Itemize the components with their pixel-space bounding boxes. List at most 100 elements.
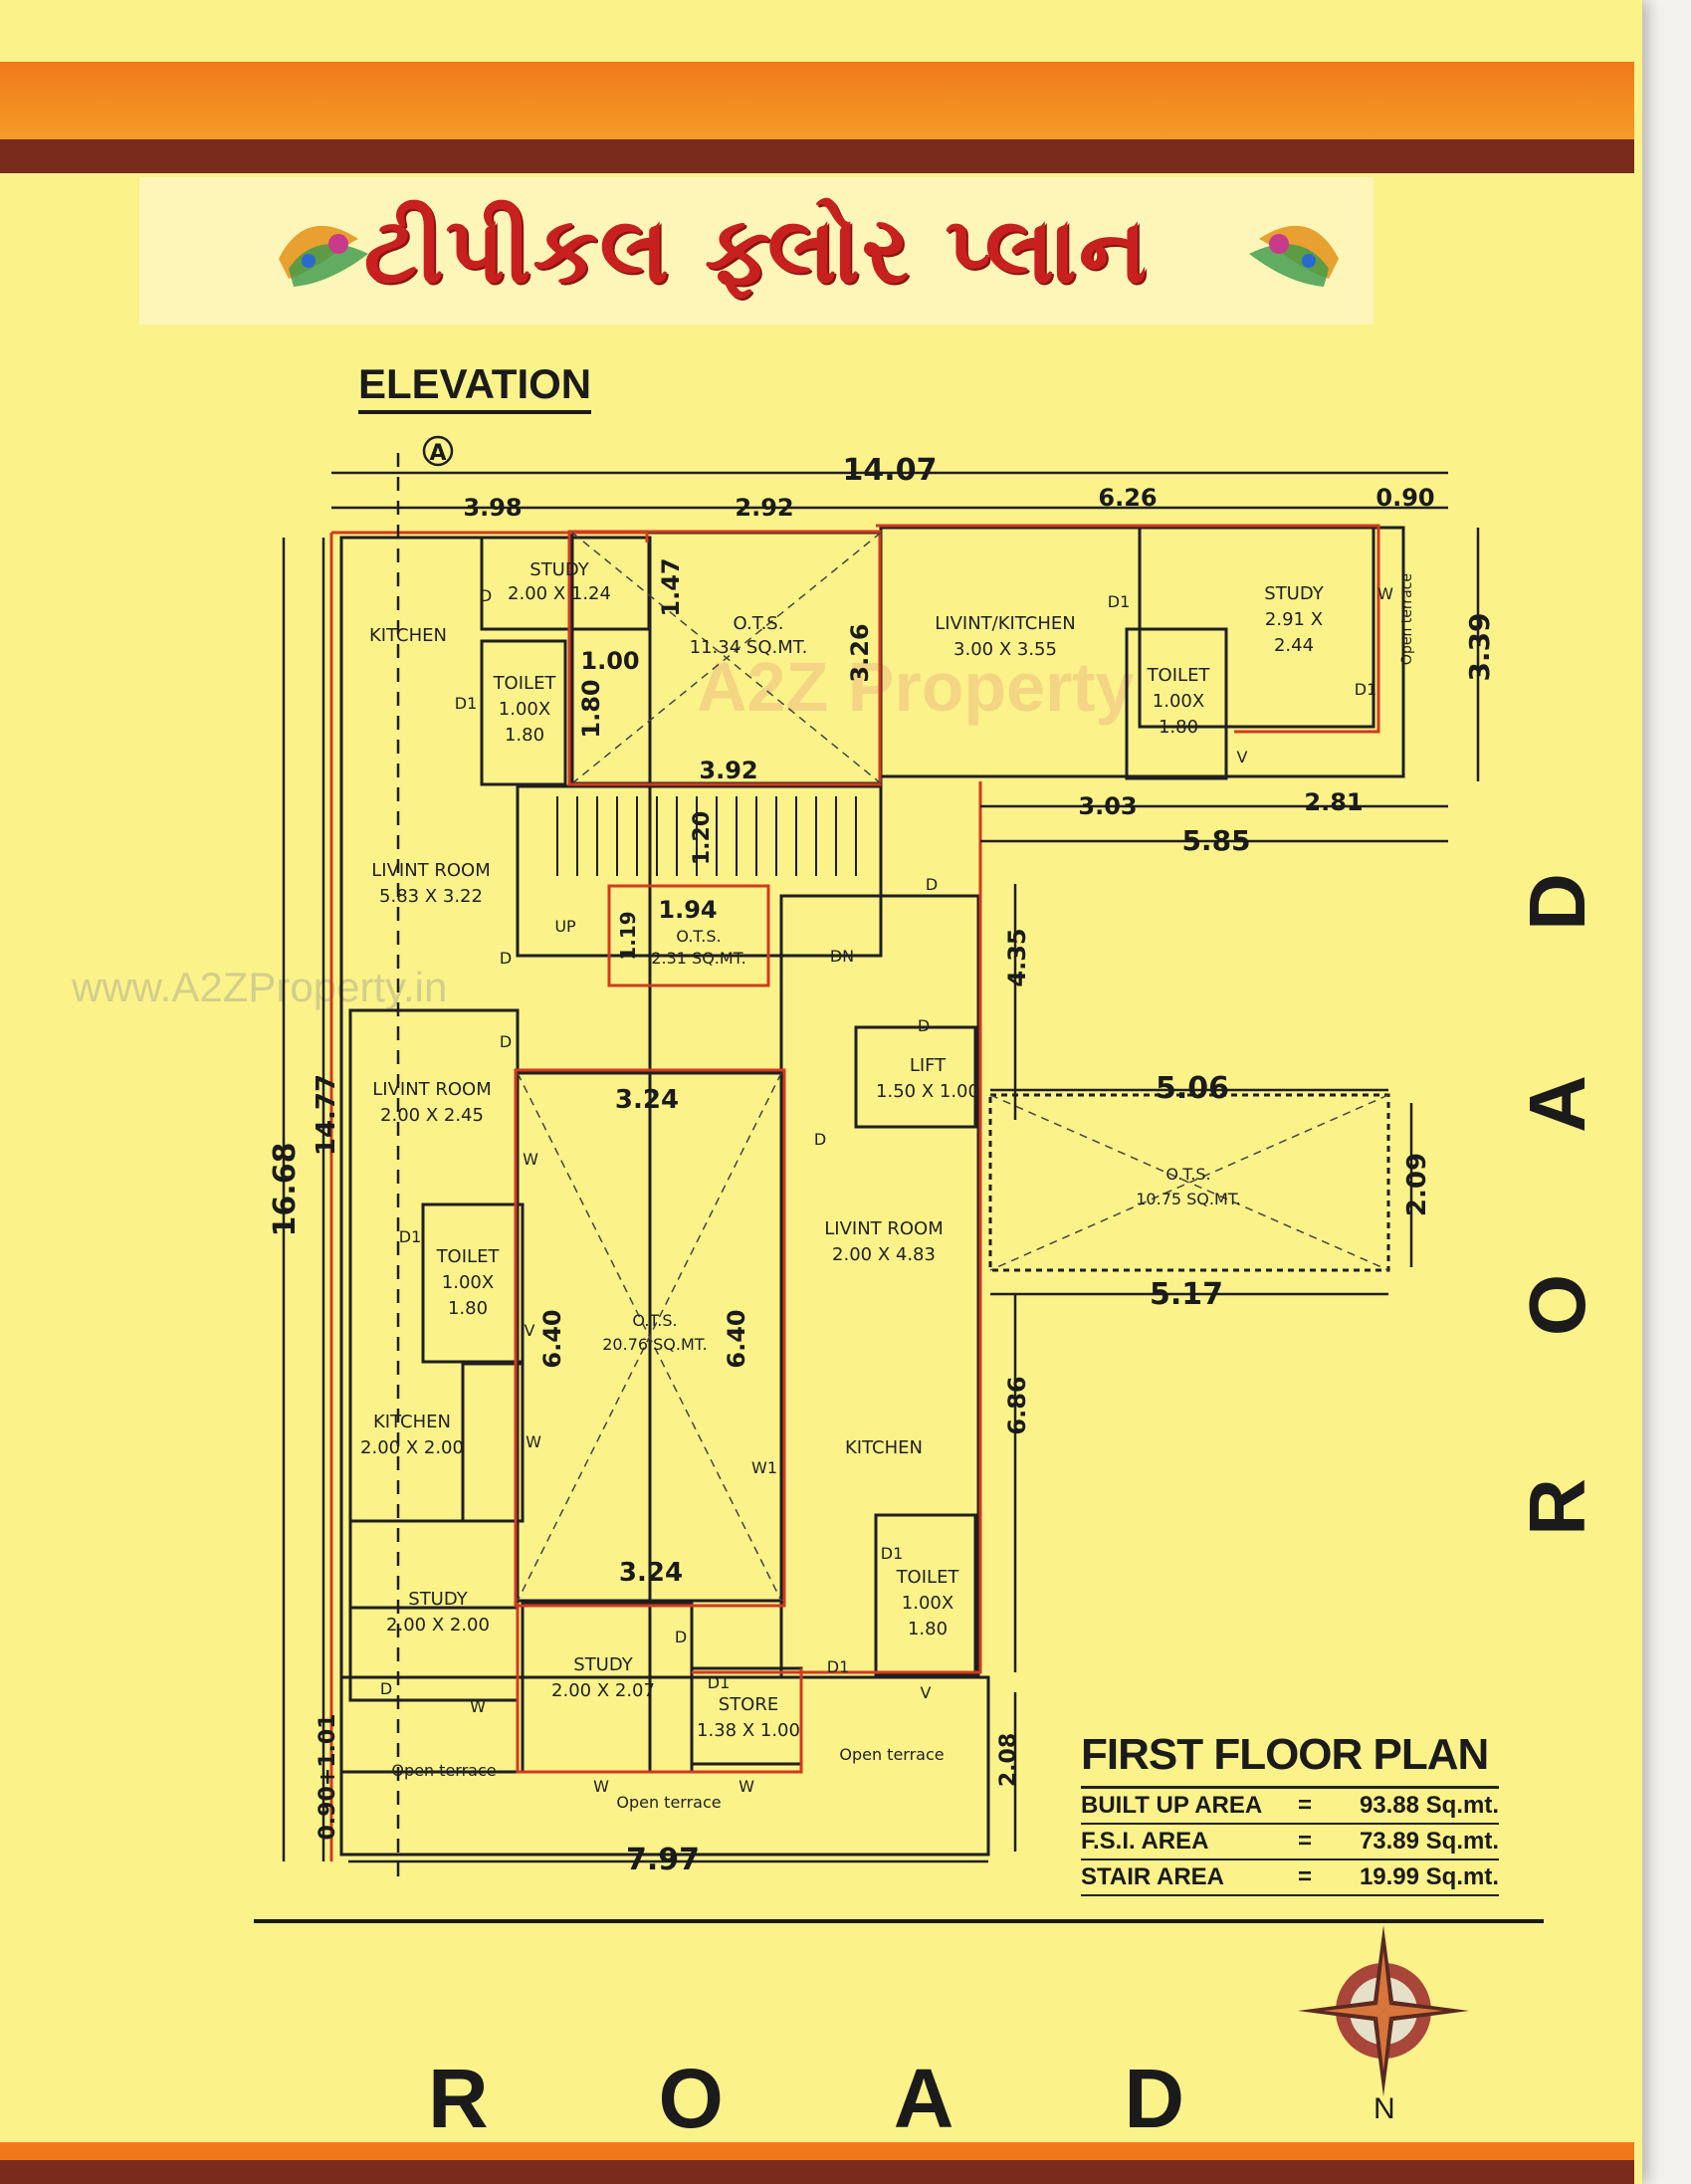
dim-right-v1: 4.35: [1003, 928, 1031, 986]
room-ots-right-name: O.T.S.: [1165, 1165, 1210, 1184]
area-eq: =: [1297, 1828, 1312, 1855]
room-livint-kitchen-name: LIVINT/KITCHEN: [935, 613, 1075, 634]
footer-orange-band: [0, 2142, 1634, 2160]
area-eq: =: [1297, 1792, 1312, 1819]
dim-right-height: 3.39: [1463, 612, 1496, 681]
mark-up: UP: [554, 917, 576, 936]
room-toilet-bottom-size-b: 1.80: [908, 1619, 948, 1639]
page-title: ટીપીકલ ફ્લોર પ્લાન: [363, 196, 1150, 304]
area-value: 93.88 Sq.mt.: [1359, 1792, 1499, 1819]
dim-ots-top-v: 1.47: [657, 557, 685, 616]
room-kitchen-top-name: KITCHEN: [369, 625, 447, 646]
dim-ots-small-h: 1.19: [616, 911, 640, 960]
room-store-name: STORE: [719, 1694, 778, 1715]
room-ots-small-name: O.T.S.: [676, 927, 721, 946]
watermark-logo: A2Z Property: [697, 648, 1135, 726]
dim-top-3: 6.26: [1098, 484, 1157, 512]
room-lift-name: LIFT: [910, 1055, 947, 1076]
dim-top-4: 0.90: [1375, 484, 1434, 512]
mark-w-terrace-left: W: [470, 1697, 486, 1716]
room-livint-room-left-name: LIVINT ROOM: [371, 860, 491, 881]
dim-court-right: 6.40: [723, 1309, 750, 1368]
room-toilet-mid-size-b: 1.80: [448, 1298, 488, 1319]
dim-court-left: 6.40: [538, 1309, 566, 1368]
mark-v-court: V: [525, 1321, 535, 1340]
mark-d-lift: D: [918, 1016, 930, 1035]
mark-d1-store: D1: [708, 1673, 731, 1692]
room-toilet-right-name: TOILET: [1147, 665, 1211, 686]
room-study-right-name: STUDY: [1264, 583, 1324, 604]
room-kitchen-right-name: KITCHEN: [845, 1437, 923, 1458]
road-bottom-letter: D: [1124, 2052, 1184, 2145]
room-toilet-top-size-a: 1.00X: [499, 699, 550, 720]
section-marker-a: A: [429, 441, 446, 466]
dim-ots-right-h: 2.09: [1402, 1153, 1432, 1216]
room-study-bottom-mid-size: 2.00 X 2.07: [551, 1680, 655, 1701]
elevation-label: ELEVATION: [358, 360, 592, 414]
road-right-letter: D: [1513, 873, 1601, 931]
room-ots-top-area: 11.34 SQ.MT.: [690, 637, 808, 658]
dim-left-bottom: 0.90+1.01: [316, 1714, 340, 1841]
mark-d1-toilet-top: D1: [455, 694, 478, 713]
dim-overall-width: 14.07: [843, 453, 938, 488]
dim-step-a: 3.03: [1078, 792, 1137, 820]
header-brown-band: [0, 139, 1634, 173]
room-open-terrace-left: Open terrace: [391, 1761, 496, 1780]
compass-rose-icon: [1298, 1925, 1469, 2096]
dim-ots-right-bottom: 5.17: [1150, 1277, 1223, 1312]
mark-w1-court: W1: [751, 1458, 777, 1477]
mark-d1-toilet-bottom: D1: [881, 1544, 904, 1563]
room-toilet-right-size-b: 1.80: [1159, 717, 1198, 738]
dim-ots-top-right: 3.26: [846, 623, 874, 682]
dim-ots-top-bottom: 3.92: [699, 757, 757, 784]
area-eq: =: [1297, 1863, 1312, 1890]
room-kitchen-mid-size: 2.00 X 2.00: [360, 1437, 464, 1458]
room-toilet-mid-name: TOILET: [436, 1246, 501, 1267]
road-bottom-letter: R: [428, 2052, 489, 2145]
road-right-letter: R: [1513, 1478, 1601, 1536]
dim-right-v3: 2.08: [996, 1733, 1021, 1787]
room-open-terrace-right: Open terrace: [1399, 573, 1415, 665]
road-label-bottom: R O A D: [428, 2051, 1184, 2147]
mark-w-court-2: W: [526, 1432, 541, 1451]
room-study-right-size-b: 2.44: [1274, 635, 1314, 656]
room-ots-right-area: 10.75 SQ.MT.: [1136, 1190, 1241, 1208]
dim-left-inner: 14.77: [312, 1074, 341, 1156]
room-open-terrace-bottom-right: Open terrace: [839, 1745, 944, 1764]
dim-ots-top-h: 1.00: [580, 647, 639, 675]
dim-step-total: 5.85: [1181, 824, 1250, 857]
footer-brown-band: [0, 2160, 1634, 2184]
room-toilet-bottom-size-a: 1.00X: [902, 1593, 953, 1614]
room-ots-small-area: 2.31 SQ.MT.: [651, 949, 745, 968]
road-bottom-letter: O: [658, 2052, 724, 2145]
mark-dn: DN: [830, 947, 854, 966]
dim-bottom-width: 7.97: [626, 1843, 700, 1877]
mark-w-terrace-mid-1: W: [593, 1777, 609, 1796]
room-toilet-top-name: TOILET: [493, 673, 557, 694]
room-study-bottom-mid-name: STUDY: [573, 1654, 633, 1675]
room-ots-top-name: O.T.S.: [734, 613, 784, 634]
area-name: BUILT UP AREA: [1081, 1792, 1263, 1819]
road-label-right: D A O R: [1513, 856, 1602, 1553]
mark-w-court-1: W: [523, 1150, 538, 1169]
room-toilet-bottom-name: TOILET: [896, 1567, 960, 1588]
mark-v-top: V: [1237, 748, 1248, 766]
road-right-letter: A: [1513, 1074, 1601, 1133]
room-ots-court-name: O.T.S.: [632, 1311, 677, 1330]
dim-court-bottom: 3.24: [619, 1558, 683, 1588]
area-row: BUILT UP AREA = 93.88 Sq.mt.: [1081, 1789, 1499, 1825]
header-orange-band: [0, 62, 1634, 139]
divider-line: [254, 1919, 1544, 1923]
mark-v-bottom: V: [921, 1683, 932, 1702]
area-table: BUILT UP AREA = 93.88 Sq.mt. F.S.I. AREA…: [1081, 1786, 1499, 1896]
dim-ots-right-top: 5.06: [1156, 1071, 1229, 1106]
compass-north-label: N: [1374, 2092, 1395, 2125]
dim-step-b: 2.81: [1304, 788, 1363, 816]
room-toilet-mid-size-a: 1.00X: [442, 1272, 494, 1293]
room-livint-room-right-name: LIVINT ROOM: [824, 1218, 944, 1239]
room-toilet-right-size-a: 1.00X: [1153, 691, 1204, 712]
floor-plan-drawing: A 14.07 3.98 2.92 6.26 0.90 3.39 1.47 1.…: [268, 435, 1496, 1886]
mark-d-left: D: [500, 949, 512, 968]
section-marker-circle: [422, 435, 454, 467]
room-livint-kitchen-size: 3.00 X 3.55: [953, 639, 1057, 660]
